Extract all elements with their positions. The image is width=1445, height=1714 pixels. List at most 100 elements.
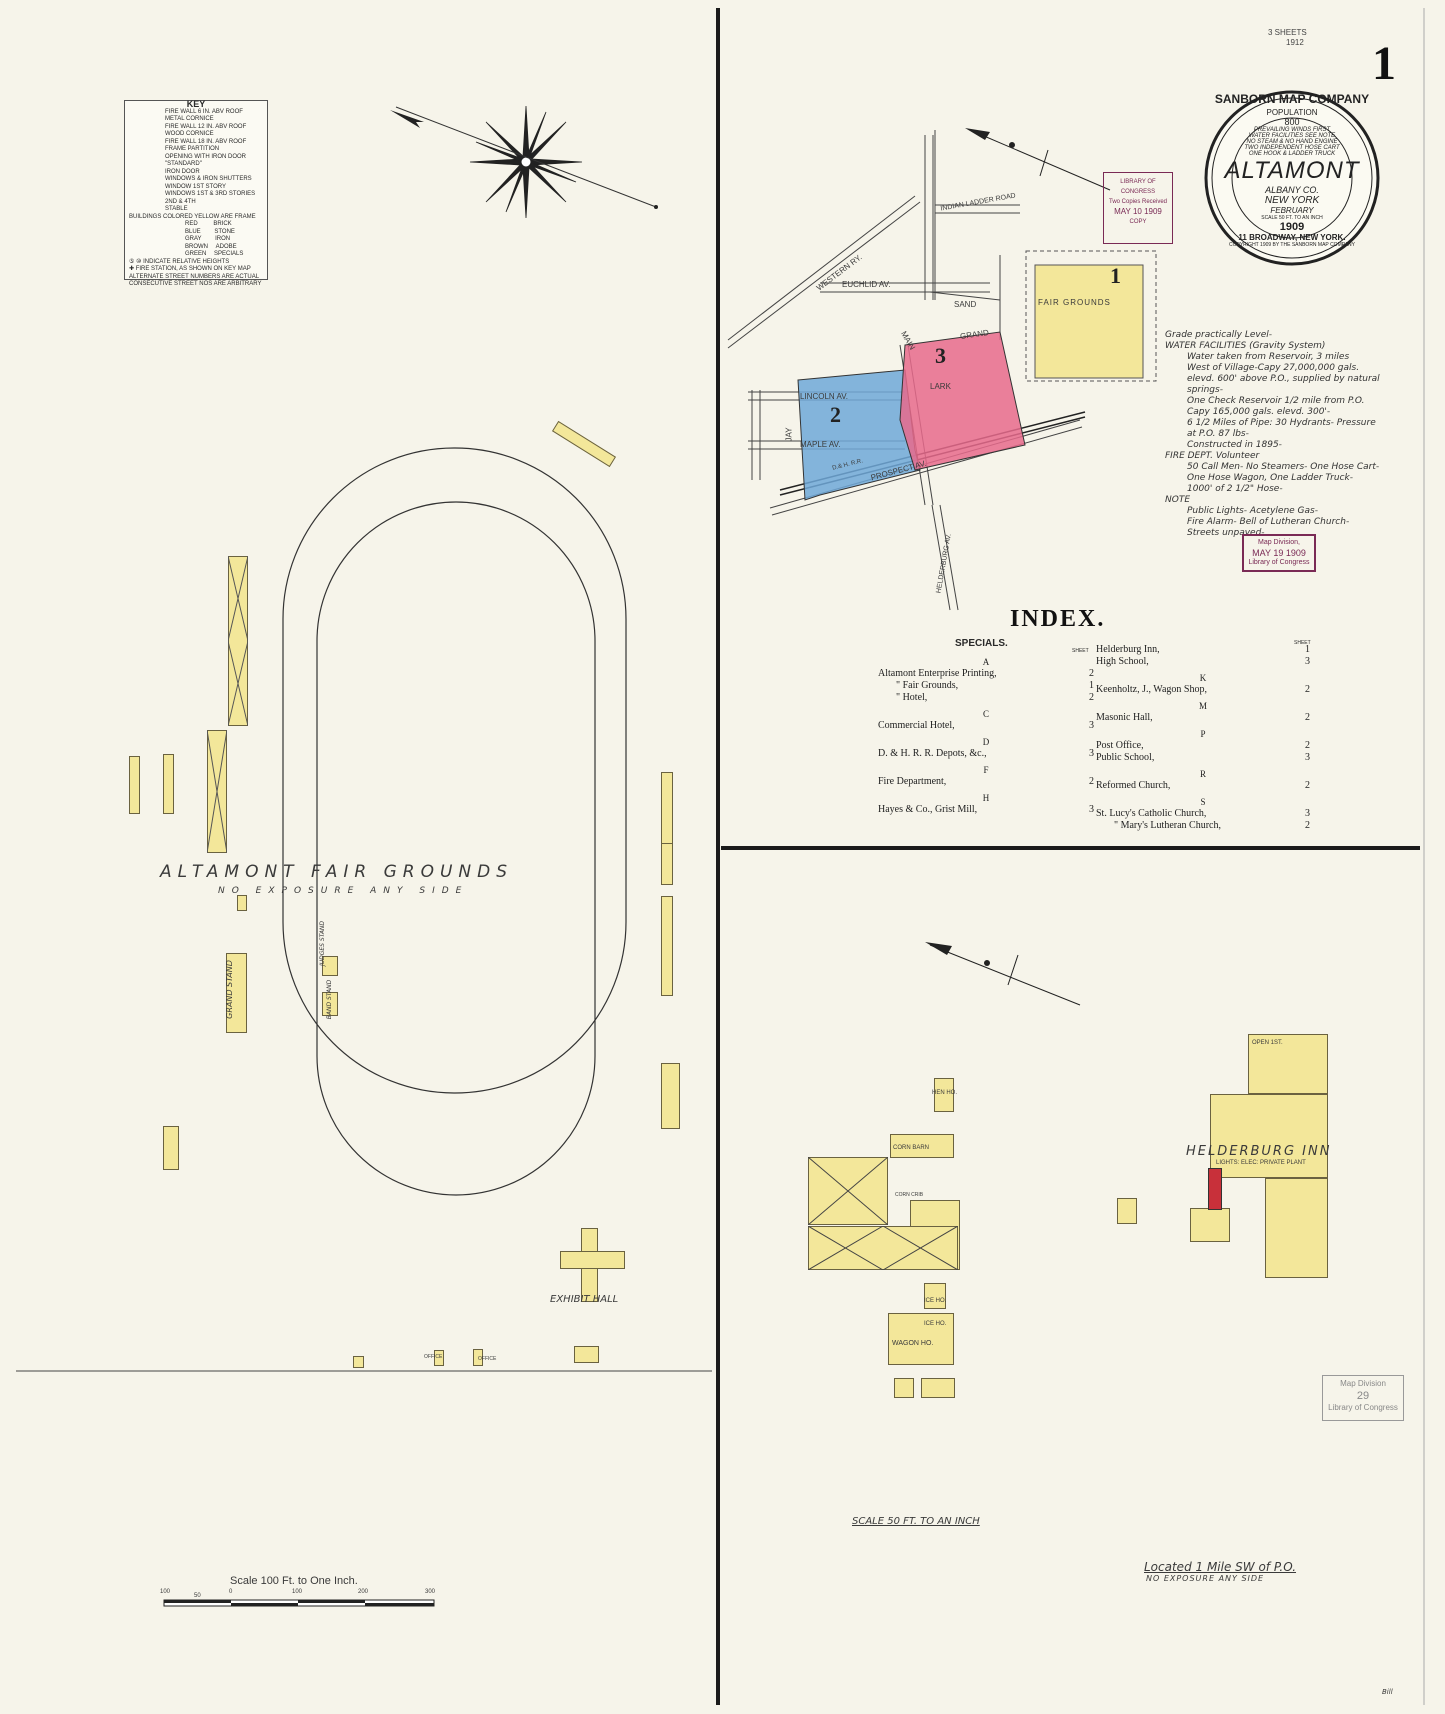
- index-letter: C: [982, 709, 989, 719]
- map-division-stamp-2: Map Division 29 Library of Congress: [1322, 1375, 1404, 1421]
- corn-crib-label: CORN CRIB: [895, 1192, 924, 1198]
- building-shed: [661, 772, 673, 844]
- scale-bar-left: [163, 1599, 435, 1607]
- key-colored: BUILDINGS COLORED YELLOW ARE FRAME: [129, 213, 256, 220]
- index-entry: Reformed Church,2: [1096, 780, 1310, 791]
- scale-tick: 100: [292, 1589, 303, 1595]
- sheet-3-number: 3: [935, 343, 946, 368]
- sheets-note: 3 SHEETS: [1268, 28, 1307, 37]
- building-shed: [661, 896, 673, 996]
- north-arrow-icon: [390, 110, 424, 128]
- key-color-row: BROWN ADOBE: [185, 243, 237, 250]
- seal-population-label: POPULATION: [1266, 108, 1318, 117]
- specials-heading: SPECIALS.: [955, 638, 1008, 649]
- index-title: INDEX.: [1010, 606, 1106, 632]
- index-entry: " Hotel,2: [896, 692, 1094, 703]
- index-entry: Altamont Enterprise Printing,2: [878, 668, 1094, 679]
- library-of-congress-stamp: LIBRARY OF CONGRESS Two Copies Received …: [1103, 172, 1173, 244]
- ice-house-label: ICE HO.: [924, 1298, 947, 1304]
- scale-tick: 300: [425, 1589, 436, 1595]
- stable-x-mark: [228, 556, 248, 726]
- key-color-row: BLUE STONE: [185, 228, 235, 235]
- seal-line1: PREVAILING WINDS FIRST: [1253, 127, 1331, 133]
- key-item: WINDOWS 1ST & 3RD STORIES: [165, 191, 256, 197]
- street-label: MAPLE AV.: [800, 440, 841, 449]
- sheets-note-2: 1912: [1286, 38, 1304, 47]
- seal-town: ALTAMONT: [1224, 157, 1360, 184]
- street-label: LINCOLN AV.: [800, 392, 849, 401]
- building-office: [574, 1346, 599, 1363]
- building-hen-house: [934, 1078, 954, 1112]
- building-helderburg-inn: [1265, 1178, 1328, 1278]
- index-letter: H: [982, 793, 990, 803]
- fair-grounds-title: ALTAMONT FAIR GROUNDS: [160, 862, 514, 882]
- grand-stand-label: GRAND STAND: [224, 960, 234, 1019]
- seal-address: 11 BROADWAY, NEW YORK.: [1238, 233, 1346, 242]
- building-judges-stand: [322, 956, 338, 976]
- building-office: [434, 1350, 444, 1366]
- building-exhibit-hall: [560, 1251, 625, 1269]
- sheet-label-left: SHEET: [1072, 648, 1089, 654]
- inn-open: OPEN 1ST.: [1252, 1040, 1283, 1046]
- ice-house-label: ICE HO.: [924, 1321, 947, 1327]
- seal-county: ALBANY CO.: [1265, 185, 1319, 195]
- building-ice-house: [924, 1283, 946, 1309]
- barn-x-mark: [808, 1157, 888, 1225]
- sheet-1-area: [1034, 264, 1144, 379]
- seal-line5: ONE HOOK & LADDER TRUCK: [1248, 151, 1336, 157]
- seal-copyright: COPYRIGHT 1909 BY THE SANBORN MAP COMPAN…: [1229, 242, 1355, 248]
- key-item: FIRE WALL 6 IN. ABV ROOF: [165, 108, 243, 115]
- index-entry: Hayes & Co., Grist Mill,3: [878, 804, 1094, 815]
- key-consecutive: CONSECUTIVE STREET NOS ARE ARBITRARY: [129, 281, 262, 287]
- sanborn-seal: [1204, 90, 1380, 266]
- building-shed: [237, 895, 247, 911]
- barn-x-mark: [808, 1226, 958, 1270]
- inn-exposure: NO EXPOSURE ANY SIDE: [1146, 1574, 1265, 1583]
- key-item: OPENING WITH IRON DOOR: [165, 153, 246, 160]
- seal-line2: WATER FACILITIES SEE NOTE: [1248, 133, 1336, 139]
- key-item: 2ND & 4TH: [165, 198, 196, 205]
- index-entry: Commercial Hotel,3: [878, 720, 1094, 731]
- sheet-2-number: 2: [830, 402, 841, 427]
- building-band-stand: [322, 992, 338, 1016]
- index-left-column: A Altamont Enterprise Printing,2 " Fair …: [878, 656, 1094, 816]
- building-shed: [163, 1126, 179, 1170]
- office-label: OFFICE: [478, 1356, 497, 1362]
- map-key: KEY FIRE WALL 6 IN. ABV ROOF METAL CORNI…: [124, 99, 268, 287]
- street-label: EUCHLID AV.: [842, 280, 891, 289]
- key-title: KEY: [186, 99, 206, 109]
- office-label: OFFICE: [424, 1354, 443, 1360]
- wagon-house-label: WAGON HO.: [892, 1340, 934, 1347]
- index-letter: M: [1198, 701, 1207, 711]
- building-shed: [921, 1378, 955, 1398]
- seal-year: 1909: [1279, 221, 1305, 233]
- draftsman-initials: Bill: [1382, 1688, 1393, 1696]
- seal-company: SANBORN MAP COMPANY: [1214, 92, 1370, 106]
- exhibit-hall-label: EXHIBIT HALL: [550, 1294, 619, 1305]
- building-corn-barn: [890, 1134, 954, 1158]
- seal-population: 800: [1284, 117, 1300, 127]
- index-entry: Fire Department,2: [878, 776, 1094, 787]
- building-shed: [661, 1063, 680, 1129]
- inn-lights: LIGHTS: ELEC: PRIVATE PLANT: [1216, 1160, 1306, 1166]
- seal-state: NEW YORK: [1264, 195, 1320, 206]
- key-color-row: RED BRICK: [185, 221, 232, 227]
- seal-month: FEBRUARY: [1270, 206, 1314, 215]
- scale-tick: 200: [358, 1589, 369, 1595]
- key-item: WOOD CORNICE: [165, 131, 214, 137]
- building-shed: [1117, 1198, 1137, 1224]
- key-item: IRON DOOR: [165, 168, 200, 175]
- band-stand-label: BAND STAND: [326, 979, 334, 1020]
- index-entry: Masonic Hall,2: [1096, 712, 1310, 723]
- building-shed: [894, 1378, 914, 1398]
- key-fire-station: ✚ FIRE STATION, AS SHOWN ON KEY MAP: [129, 266, 251, 272]
- key-item: FIRE WALL 12 IN. ABV ROOF: [165, 123, 247, 130]
- index-letter: A: [982, 657, 990, 667]
- index-entry: D. & H. R. R. Depots, &c.,3: [878, 748, 1094, 759]
- key-map-streets: [727, 130, 1083, 611]
- inn-north-arrow-icon: [925, 942, 1081, 1006]
- key-item: WINDOWS & IRON SHUTTERS: [165, 176, 252, 182]
- scale-tick: 0: [229, 1589, 233, 1595]
- index-entry: High School,3: [1096, 656, 1310, 667]
